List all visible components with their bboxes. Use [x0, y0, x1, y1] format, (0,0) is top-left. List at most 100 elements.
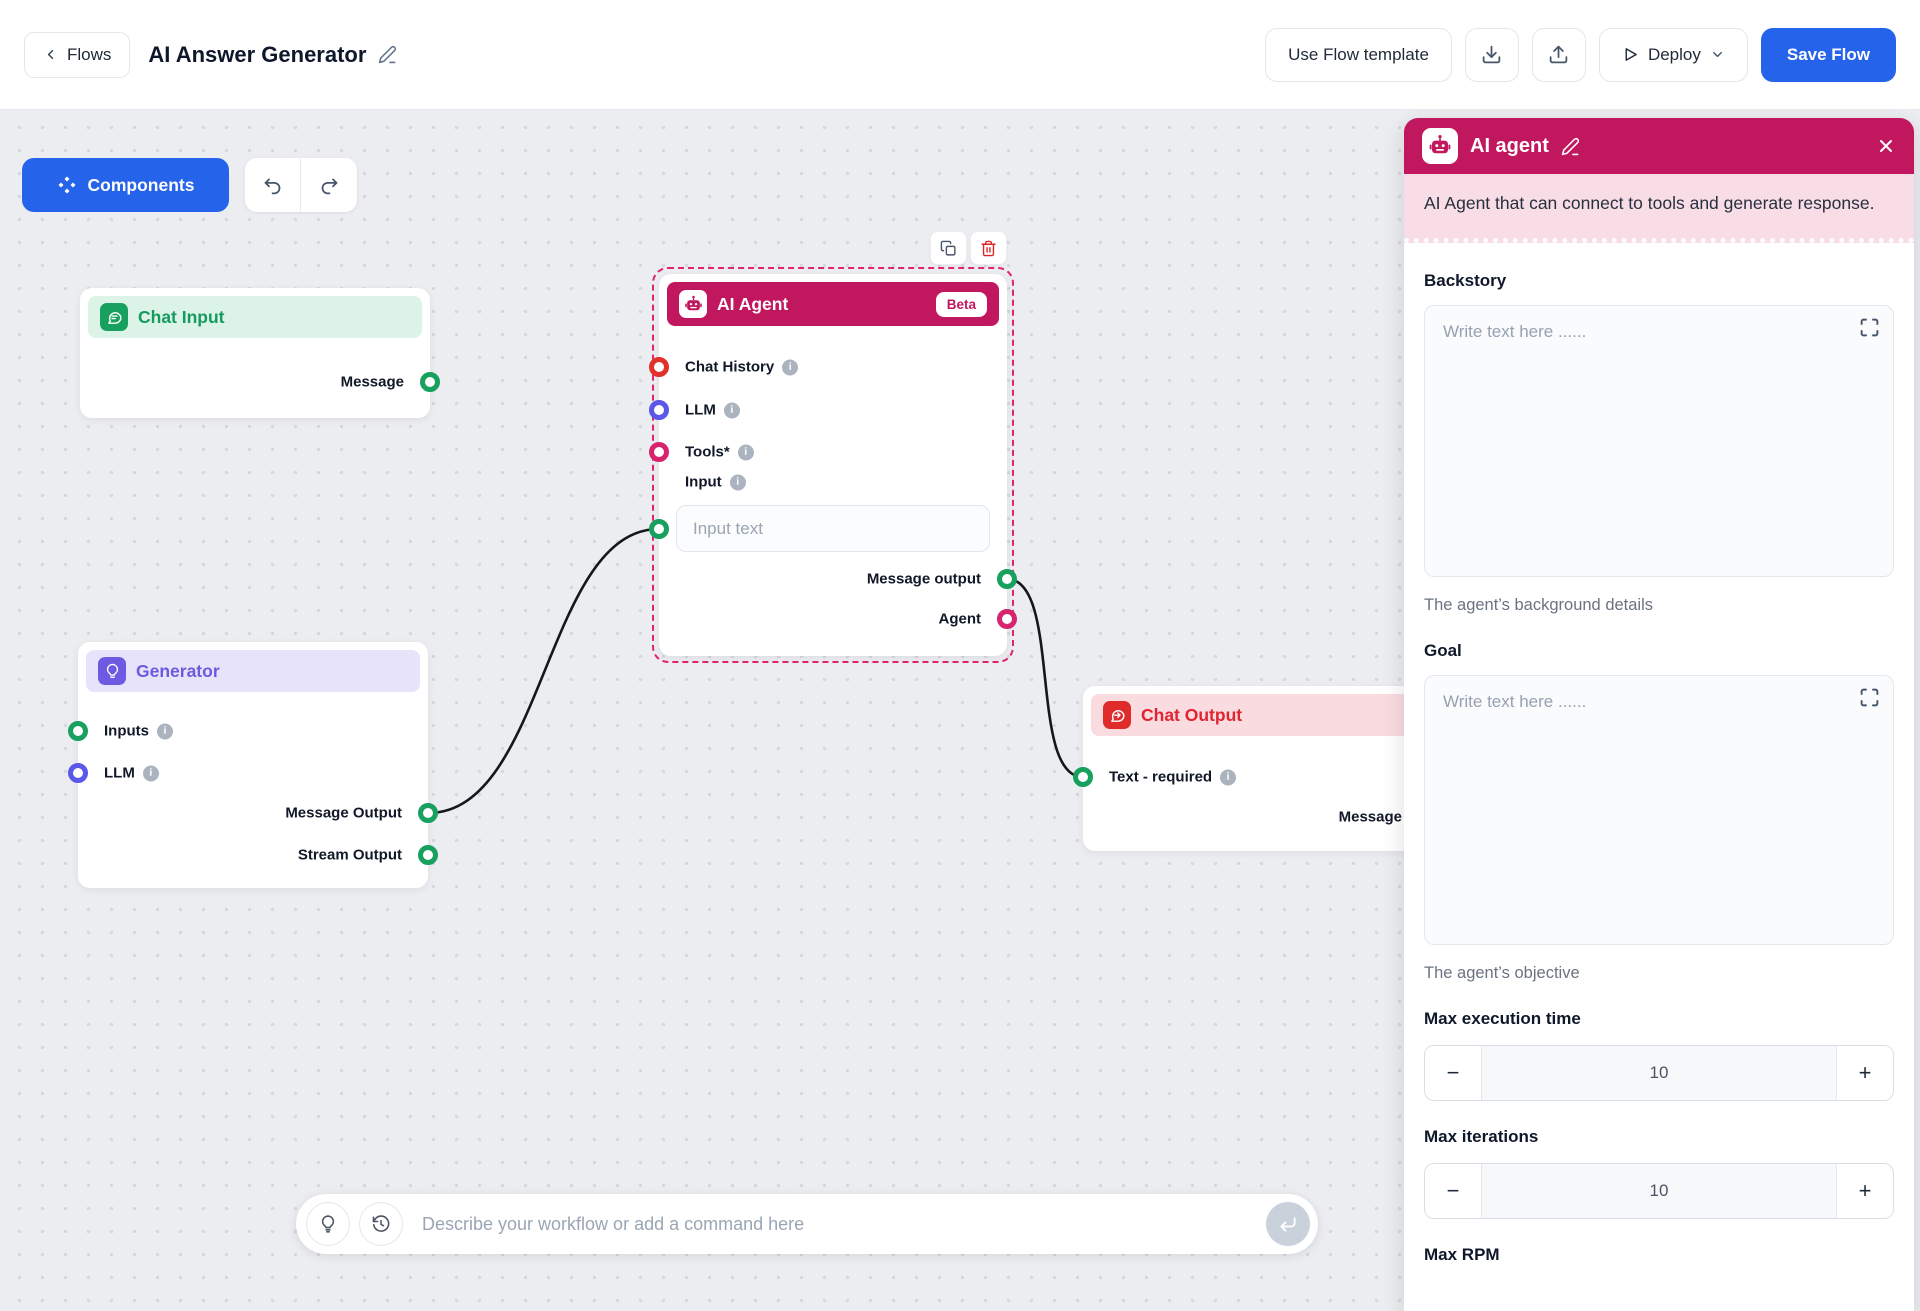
decrement-button[interactable]: − [1425, 1046, 1481, 1101]
deploy-button[interactable]: Deploy [1598, 27, 1748, 82]
agent-input-row: Input [685, 474, 746, 491]
info-icon[interactable] [142, 765, 159, 781]
robot-icon [1422, 128, 1458, 164]
play-icon [1622, 46, 1639, 63]
info-icon[interactable] [729, 474, 746, 490]
generator-message-output-label: Message Output [285, 804, 402, 822]
download-icon [1481, 44, 1502, 65]
agent-llm-port[interactable] [649, 400, 669, 420]
node-chat-output[interactable]: Chat Output Text - required Message [1073, 686, 1438, 851]
copy-icon [940, 240, 956, 256]
backstory-field-wrap [1424, 305, 1894, 582]
history-icon [372, 1215, 390, 1232]
save-flow-button[interactable]: Save Flow [1760, 27, 1896, 82]
goal-textarea[interactable] [1424, 675, 1894, 946]
agent-message-output-port[interactable] [997, 569, 1017, 589]
trash-icon [981, 240, 996, 256]
node-ai-agent[interactable]: AI Agent Beta Chat History LLM Tools* In… [649, 274, 1017, 656]
back-to-flows-button[interactable]: Flows [24, 31, 131, 78]
info-icon[interactable] [157, 723, 173, 739]
info-icon[interactable] [782, 359, 799, 375]
generator-message-output-row: Message Output [285, 805, 402, 822]
agent-chat-history-label: Chat History [685, 358, 775, 376]
chat-output-icon [1103, 701, 1131, 729]
undo-icon [264, 178, 281, 194]
max-iterations-value[interactable]: 10 [1481, 1164, 1837, 1219]
upload-flow-button[interactable] [1531, 27, 1586, 82]
download-flow-button[interactable] [1464, 27, 1519, 82]
agent-input-port[interactable] [649, 519, 669, 539]
increment-button[interactable]: + [1837, 1046, 1893, 1101]
agent-llm-row: LLM [685, 402, 740, 419]
agent-llm-label: LLM [685, 401, 716, 419]
agent-chat-history-port[interactable] [649, 357, 669, 377]
chevron-down-icon [1710, 47, 1725, 62]
max-rpm-label: Max RPM [1424, 1245, 1500, 1265]
generator-stream-output-port[interactable] [418, 845, 438, 865]
generator-title: Generator [136, 660, 220, 681]
expand-icon[interactable] [1859, 317, 1880, 343]
beta-badge: Beta [935, 291, 987, 317]
backstory-helper: The agent’s background details [1424, 596, 1654, 615]
chat-output-text-row: Text - required [1109, 768, 1237, 786]
chat-input-message-port[interactable] [420, 372, 440, 392]
agent-input-text-field[interactable] [676, 505, 990, 552]
delete-node-button[interactable] [970, 231, 1007, 265]
agent-input-label: Input [685, 473, 722, 491]
chat-input-title: Chat Input [138, 306, 225, 327]
agent-chat-history-row: Chat History [685, 358, 799, 376]
increment-button[interactable]: + [1837, 1164, 1893, 1219]
chat-input-output-row: Message [341, 374, 404, 391]
node-chat-input[interactable]: Chat Input Message [80, 288, 440, 418]
chat-output-text-port[interactable] [1073, 767, 1093, 787]
chat-input-icon [100, 303, 128, 331]
suggestions-button[interactable] [306, 1202, 350, 1246]
agent-tools-row: Tools* [685, 444, 754, 461]
max-execution-time-value[interactable]: 10 [1481, 1046, 1837, 1101]
info-icon[interactable] [1220, 769, 1237, 785]
backstory-textarea[interactable] [1424, 305, 1894, 578]
node-generator[interactable]: Generator Inputs LLM Message Output Stre… [68, 642, 438, 888]
generator-llm-port[interactable] [68, 763, 88, 783]
history-button[interactable] [359, 1202, 403, 1246]
chat-output-message-row: Message [1339, 809, 1402, 826]
goal-field-wrap [1424, 675, 1894, 950]
submit-command-button[interactable] [1266, 1202, 1310, 1246]
info-icon[interactable] [737, 444, 754, 460]
generator-inputs-row: Inputs [104, 723, 173, 740]
ai-agent-header: AI Agent Beta [667, 282, 999, 326]
generator-inputs-port[interactable] [68, 721, 88, 741]
agent-agent-output-label: Agent [938, 610, 982, 628]
chat-output-title: Chat Output [1141, 704, 1243, 725]
generator-stream-output-label: Stream Output [297, 846, 402, 864]
use-flow-template-button[interactable]: Use Flow template [1265, 27, 1452, 82]
expand-icon[interactable] [1859, 687, 1880, 713]
top-bar: Flows AI Answer Generator Use Flow templ… [0, 0, 1920, 110]
components-button[interactable]: Components [22, 158, 229, 212]
ai-agent-config-panel: AI agent AI Agent that can connect to to… [1404, 118, 1914, 1311]
agent-message-output-label: Message output [866, 570, 981, 588]
panel-body: Backstory The agent’s background details… [1404, 243, 1914, 1265]
generator-llm-row: LLM [104, 765, 159, 782]
generator-message-output-port[interactable] [418, 803, 438, 823]
chat-input-header: Chat Input [88, 296, 422, 338]
agent-agent-output-port[interactable] [997, 609, 1017, 629]
max-iterations-stepper: − 10 + [1424, 1163, 1894, 1220]
close-panel-button[interactable] [1876, 136, 1896, 156]
duplicate-node-button[interactable] [930, 231, 967, 265]
edit-agent-name-icon[interactable] [1561, 137, 1580, 156]
max-iterations-label: Max iterations [1424, 1127, 1539, 1147]
info-icon[interactable] [723, 402, 740, 418]
redo-button[interactable] [301, 158, 357, 212]
deploy-button-label: Deploy [1647, 44, 1701, 64]
edit-title-icon[interactable] [378, 45, 397, 64]
page-title: AI Answer Generator [148, 41, 367, 67]
lightbulb-icon [321, 1215, 335, 1233]
command-input[interactable] [412, 1213, 1257, 1235]
decrement-button[interactable]: − [1425, 1164, 1481, 1219]
agent-tools-port[interactable] [649, 442, 669, 462]
back-button-label: Flows [67, 44, 112, 64]
undo-button[interactable] [245, 158, 301, 212]
chat-output-text-label: Text - required [1109, 768, 1213, 786]
